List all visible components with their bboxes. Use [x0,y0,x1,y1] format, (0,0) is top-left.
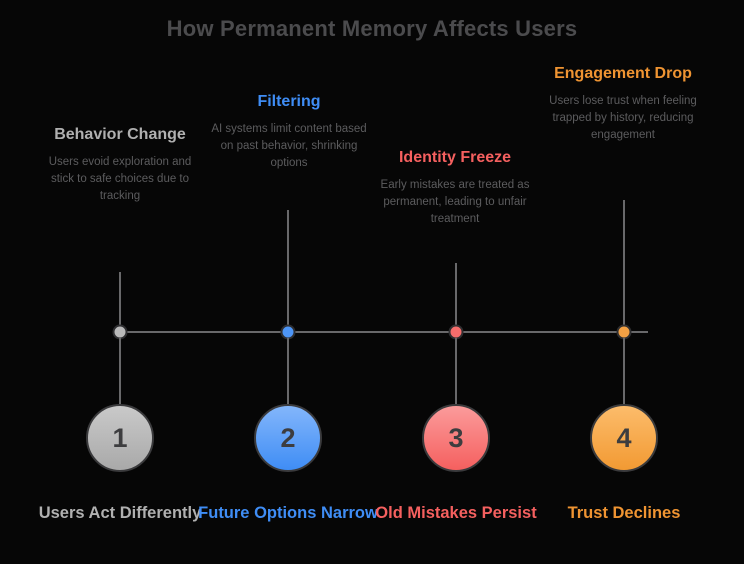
connector-line-top-3 [455,263,457,332]
page-title: How Permanent Memory Affects Users [166,16,578,41]
step-text-block-2: Filtering AI systems limit content based… [209,92,369,172]
connector-line-top-2 [287,210,289,332]
step-circle-1[interactable]: 1 [86,404,154,472]
step-caption-1: Users Act Differently [38,504,202,522]
step-description-1: Users evoid exploration and stick to saf… [48,156,192,203]
step-caption-3: Old Mistakes Persist [375,504,537,522]
step-text-block-1: Behavior Change Users evoid exploration … [40,125,200,205]
step-description-4: Users lose trust when feeling trapped by… [549,95,697,142]
step-text-block-3: Identity Freeze Early mistakes are treat… [375,148,535,228]
step-heading-2: Filtering [257,93,321,110]
step-number-2: 2 [280,422,296,453]
step-circle-3[interactable]: 3 [422,404,490,472]
connector-line-bottom-2 [287,338,289,404]
step-description-3: Early mistakes are treated as permanent,… [380,179,530,226]
step-number-3: 3 [448,422,464,453]
connector-line-bottom-4 [623,338,625,404]
connector-line-top-4 [623,200,625,332]
step-heading-3: Identity Freeze [398,149,512,166]
connector-line-bottom-1 [119,338,121,404]
step-caption-4: Trust Declines [567,504,681,522]
step-description-2: AI systems limit content based on past b… [211,123,367,170]
step-heading-4: Engagement Drop [554,65,692,82]
step-number-4: 4 [616,422,632,453]
step-circle-4[interactable]: 4 [590,404,658,472]
timeline-axis [120,331,648,333]
step-number-1: 1 [112,422,128,453]
connector-line-bottom-3 [455,338,457,404]
step-text-block-4: Engagement Drop Users lose trust when fe… [543,64,703,144]
connector-line-top-1 [119,272,121,332]
step-caption-2: Future Options Narrow [198,504,378,522]
step-circle-2[interactable]: 2 [254,404,322,472]
step-heading-1: Behavior Change [54,126,186,143]
